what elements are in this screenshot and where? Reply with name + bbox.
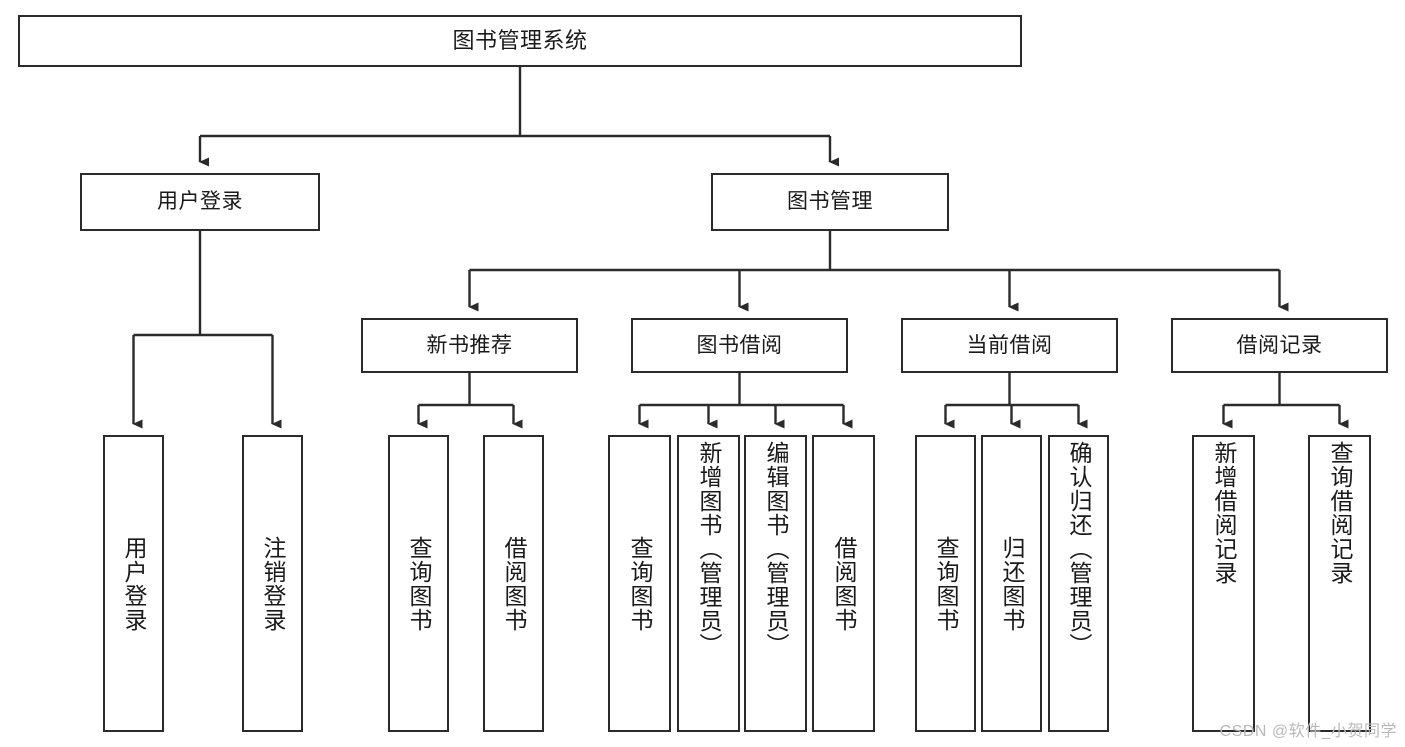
csdn-watermark: CSDN @软件_小贺同学 [1219,723,1397,740]
node-label: 当前借阅 [966,333,1053,357]
node-leaf-record-add: 新增借阅记录 [1192,435,1255,732]
node-label: 新增借阅记录 [1211,441,1237,585]
node-leaf-borrow-add-book: 新增图书（管理员） [677,435,740,732]
node-label: 查询图书 [627,535,653,632]
node-leaf-current-confirm-return: 确认归还（管理员） [1048,435,1109,732]
node-label: 查询借阅记录 [1327,441,1353,585]
node-new-book-rec: 新书推荐 [361,318,578,373]
node-label: 注销登录 [260,535,286,632]
node-root: 图书管理系统 [18,15,1022,67]
node-user-login: 用户登录 [80,173,320,231]
node-label: 用户登录 [121,535,147,632]
node-book-manage: 图书管理 [711,173,949,231]
node-leaf-borrow-borrow-book: 借阅图书 [812,435,875,732]
node-label: 查询图书 [406,535,432,632]
node-borrow-record: 借阅记录 [1171,318,1388,373]
node-current-borrow: 当前借阅 [901,318,1118,373]
node-label: 借阅图书 [501,535,527,632]
node-leaf-record-query: 查询借阅记录 [1308,435,1371,732]
node-label: 新书推荐 [426,333,513,357]
node-label: 用户登录 [157,190,243,214]
node-leaf-borrow-edit-book: 编辑图书（管理员） [744,435,807,732]
node-leaf-user-logout: 注销登录 [242,435,303,732]
node-label: 借阅图书 [831,535,857,632]
node-book-borrow: 图书借阅 [631,318,848,373]
node-leaf-rec-borrow-book: 借阅图书 [483,435,544,732]
node-leaf-current-return-book: 归还图书 [981,435,1042,732]
node-label: 图书借阅 [696,333,783,357]
node-label: 图书管理 [787,190,873,214]
node-label: 确认归还（管理员） [1066,441,1092,657]
node-leaf-current-query-book: 查询图书 [915,435,976,732]
node-leaf-borrow-query-book: 查询图书 [608,435,671,732]
node-leaf-user-login: 用户登录 [103,435,164,732]
node-label: 借阅记录 [1236,333,1323,357]
node-leaf-rec-query-book: 查询图书 [388,435,449,732]
node-label: 查询图书 [933,535,959,632]
node-label: 归还图书 [999,535,1025,632]
node-label: 新增图书（管理员） [696,441,722,657]
node-label: 图书管理系统 [452,27,588,53]
node-label: 编辑图书（管理员） [763,441,789,657]
